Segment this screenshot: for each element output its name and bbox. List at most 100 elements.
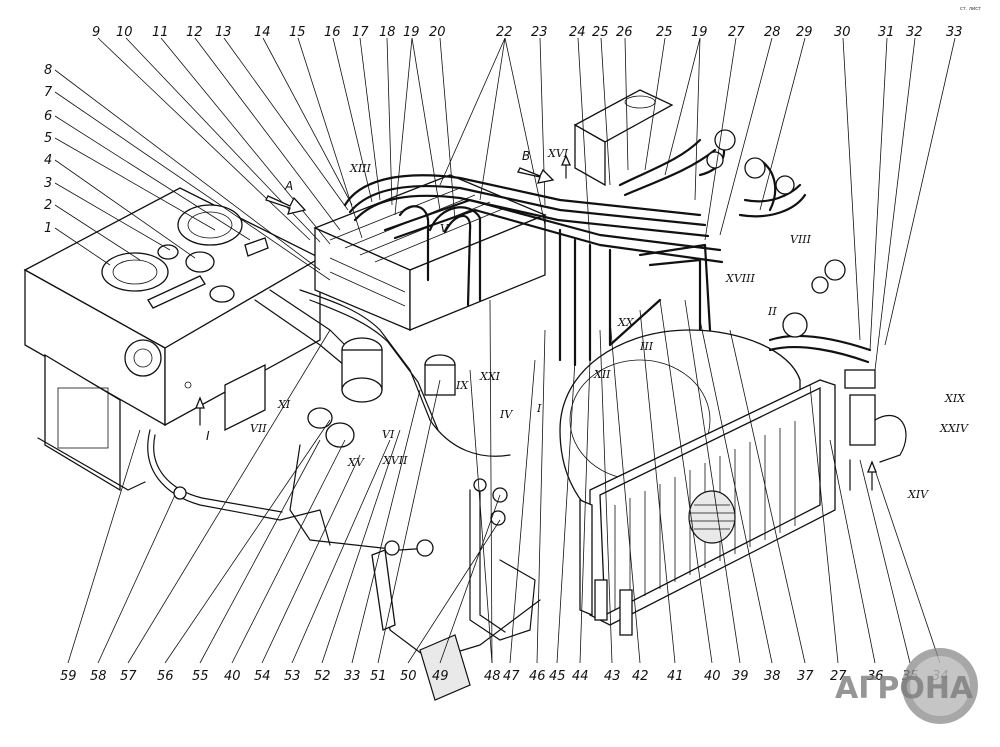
top-callout-numbers: 9 10 11 12 13 14 15 16 17 18 19 20 22 23… [92,25,963,40]
callout-26: 26 [616,25,633,40]
view-xxi: XXI [479,370,501,383]
callout-54: 54 [254,669,271,684]
view-xii: XII [593,368,611,381]
callout-40b: 40 [704,669,721,684]
lower-lines [147,429,593,701]
view-vii: VII [250,422,267,435]
callout-33: 33 [946,25,963,40]
callout-15: 15 [289,25,306,40]
view-iv: IV [499,408,513,421]
callout-1: 1 [44,221,52,236]
callout-57: 57 [120,669,137,684]
hydraulic-tank [23,187,322,492]
view-ix: IX [455,379,469,392]
callout-45: 45 [549,669,566,684]
callout-58: 58 [90,669,107,684]
callout-31: 31 [878,25,895,40]
callout-30: 30 [834,25,851,40]
callout-6: 6 [44,109,52,124]
view-markers: XIII XVI VIII XVIII II XIX XXIV XIV V VI… [250,147,969,501]
callout-55: 55 [192,669,209,684]
callout-9: 9 [92,25,100,40]
callout-18: 18 [379,25,396,40]
distributor-block [313,174,547,331]
view-xvi: XVI [547,147,569,160]
callout-23: 23 [531,25,548,40]
callout-24: 24 [569,25,586,40]
callout-37: 37 [797,669,814,684]
callout-41: 41 [667,669,684,684]
bottom-callout-numbers: 59 58 57 56 55 40 54 53 52 33 51 50 49 4… [60,669,949,684]
callout-25: 25 [592,25,609,40]
callout-4: 4 [44,153,52,168]
callout-11: 11 [152,25,169,40]
view-xx: XX [617,316,635,329]
callout-40a: 40 [224,669,241,684]
callout-51: 51 [370,669,387,684]
callout-3: 3 [44,176,52,191]
callout-56: 56 [157,669,174,684]
callout-48: 48 [484,669,501,684]
view-iii: III [639,340,654,353]
view-xiv: XIV [907,488,929,501]
callout-38: 38 [764,669,781,684]
callout-50: 50 [400,669,417,684]
callout-22: 22 [496,25,513,40]
direction-letters: A B I [206,149,530,443]
callout-29: 29 [796,25,813,40]
callout-44: 44 [572,669,589,684]
view-xi: XI [277,398,291,411]
view-i: I [536,402,542,415]
view-xix: XIX [944,392,966,405]
oil-cooler [559,329,907,636]
watermark-logo: АГРОНА [835,648,978,724]
callout-46: 46 [529,669,546,684]
callout-59: 59 [60,669,77,684]
callout-27: 27 [728,25,745,40]
callout-19b: 19 [691,25,708,40]
callout-19: 19 [403,25,420,40]
callout-28: 28 [764,25,781,40]
callout-5: 5 [44,131,52,146]
view-xiii: XIII [349,162,372,175]
callout-10: 10 [116,25,133,40]
callout-49: 49 [432,669,449,684]
callout-32: 32 [906,25,923,40]
direction-a: A [284,179,293,193]
callout-7: 7 [44,85,53,100]
view-viii: VIII [790,233,812,246]
corner-note: ст. лист [960,6,981,12]
callout-43: 43 [604,669,621,684]
callout-52: 52 [314,669,331,684]
view-xvii: XVII [382,454,408,467]
callout-2: 2 [44,198,52,213]
watermark-text: АГРОНА [835,671,974,706]
callout-39: 39 [732,669,749,684]
pump-unit [307,337,456,448]
view-vi: VI [382,428,395,441]
callout-25b: 25 [656,25,673,40]
left-callout-numbers: 8 7 6 5 4 3 2 1 [44,63,53,236]
direction-b: B [522,149,530,163]
callout-33b: 33 [344,669,361,684]
view-xxiv: XXIV [939,422,969,435]
callout-16: 16 [324,25,341,40]
callout-20: 20 [429,25,446,40]
callout-47: 47 [503,669,520,684]
direction-i: I [206,429,210,443]
view-v: V [440,222,449,235]
callout-53: 53 [284,669,301,684]
callout-13: 13 [215,25,232,40]
callout-42: 42 [632,669,649,684]
callout-12: 12 [186,25,203,40]
view-xviii: XVIII [725,272,755,285]
callout-14: 14 [254,25,271,40]
view-ii: II [767,305,777,318]
direction-arrows [195,154,877,491]
callout-8: 8 [44,63,52,78]
callout-36: 36 [867,669,884,684]
view-xv: XV [347,456,365,469]
callout-27b: 27 [830,669,847,684]
callout-17: 17 [352,25,369,40]
